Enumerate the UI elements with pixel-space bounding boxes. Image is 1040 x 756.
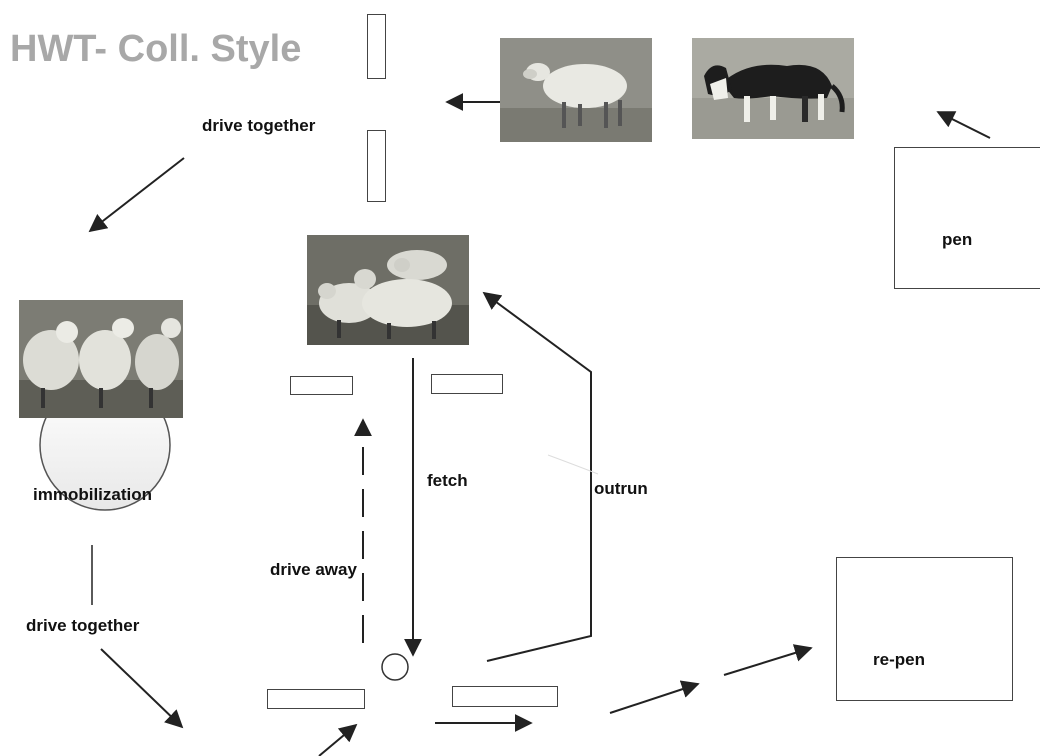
gate-bottom-right [452, 686, 558, 707]
flock-left-image [19, 300, 183, 418]
arrow-drive-together-top [88, 157, 185, 233]
label-immobilization: immobilization [33, 485, 152, 504]
arrow-pen-to-dog [936, 111, 991, 139]
flock-center-image [307, 235, 469, 345]
gate-top-upper [367, 14, 386, 79]
arrow-drive-together-left [100, 648, 184, 729]
flock-center-photo [307, 235, 469, 345]
pen-box [894, 147, 1040, 289]
outrun-path [482, 291, 592, 662]
gate-bottom-left [267, 689, 365, 709]
single-sheep-photo [500, 38, 652, 142]
label-drive-together-top: drive together [202, 116, 316, 135]
faint-curve [547, 454, 599, 475]
label-re-pen: re-pen [873, 650, 925, 669]
single-sheep-image [500, 38, 652, 142]
label-pen: pen [942, 230, 973, 249]
gate-mid-left [290, 376, 353, 395]
sheepdog-photo [692, 38, 854, 139]
arrow-to-repen-1 [609, 680, 700, 714]
gate-mid-right [431, 374, 503, 394]
label-drive-together-left: drive together [26, 616, 140, 635]
label-fetch: fetch [427, 471, 468, 490]
arrow-bottom-diagonal [318, 723, 358, 756]
flock-left-photo [19, 300, 183, 418]
arrow-to-repen-2 [723, 644, 813, 676]
sheepdog-image [692, 38, 854, 139]
label-drive-away: drive away [270, 560, 357, 579]
diagram-title: HWT- Coll. Style [10, 28, 302, 70]
gate-top-lower [367, 130, 386, 202]
dog-start-circle [381, 653, 409, 681]
immobilization-circle [39, 405, 171, 511]
label-outrun: outrun [594, 479, 648, 498]
re-pen-box [836, 557, 1013, 701]
